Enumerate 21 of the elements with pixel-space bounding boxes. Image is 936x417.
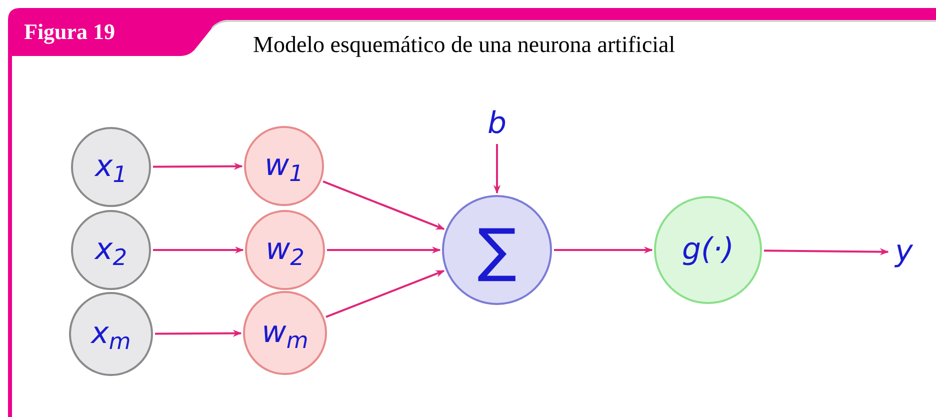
arrow [155, 330, 242, 337]
node-label: w$_{m}$ [262, 318, 308, 348]
arrow [153, 162, 243, 170]
arrow [327, 246, 441, 254]
node-label: g(·) [682, 235, 734, 265]
variable-label: y [895, 237, 913, 267]
arrow [322, 180, 445, 230]
arrow [554, 246, 653, 254]
node-label: w$_{1}$ [264, 151, 304, 181]
figure-title: Modelo esquemático de una neurona artificial [253, 31, 676, 59]
arrow [153, 246, 244, 254]
variable-label: b [487, 109, 507, 139]
arrow [326, 270, 445, 318]
figure-number: Figura 19 [24, 18, 116, 46]
arrow [764, 248, 889, 256]
node-label: w$_{2}$ [266, 235, 304, 265]
node-label: ∑ [477, 221, 517, 279]
node-label: x$_{m}$ [91, 319, 131, 349]
arrow [493, 144, 501, 194]
node-label: x$_{2}$ [94, 235, 128, 265]
node-label: x$_{1}$ [94, 152, 128, 182]
